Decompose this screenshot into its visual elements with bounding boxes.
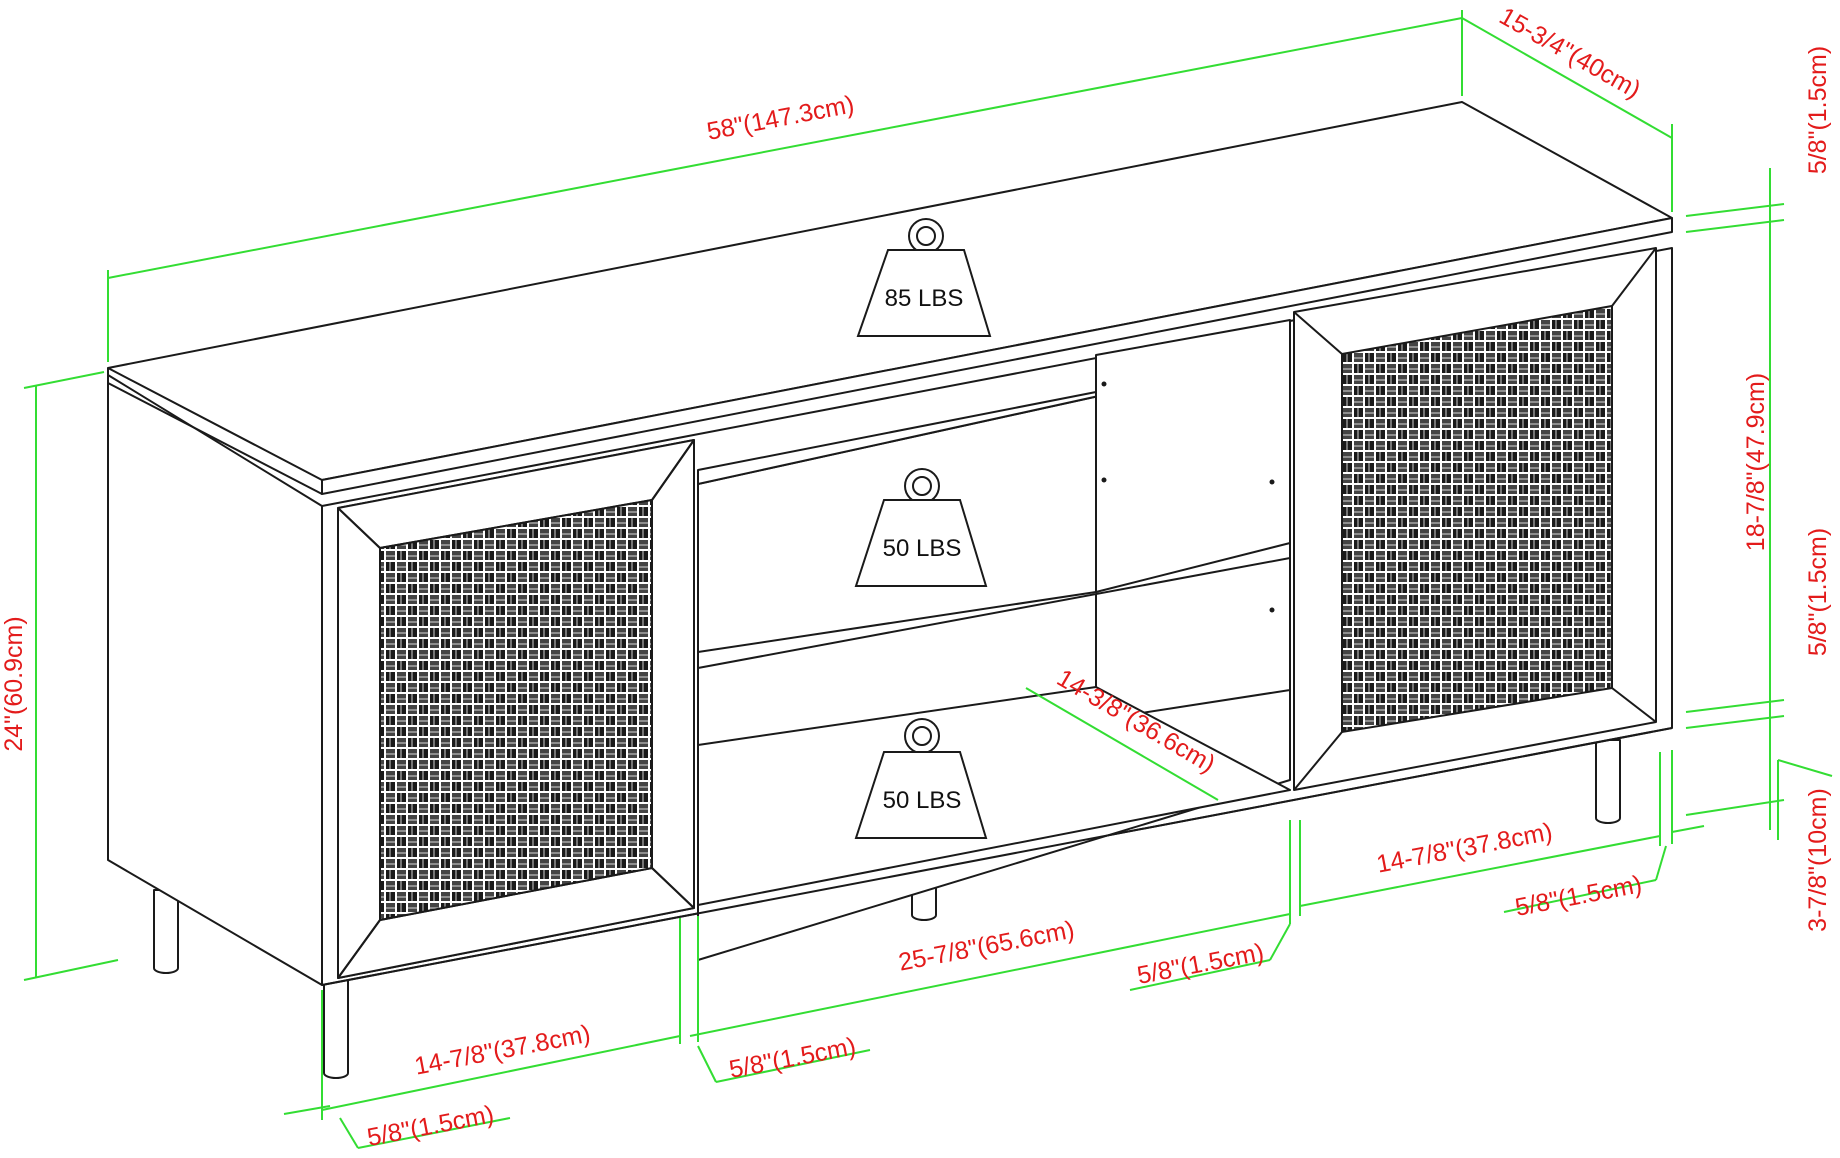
left-door-woven-panel	[379, 498, 653, 922]
right-door	[1293, 247, 1657, 791]
leg-height-label: 3-7/8"(10cm)	[1804, 788, 1832, 932]
base-edge	[321, 727, 1673, 986]
width-label: 58"(147.3cm)	[705, 90, 857, 145]
cabinet-height-label: 18-7/8"(47.9cm)	[1742, 373, 1770, 551]
right-side-thickness-label: 5/8"(1.5cm)	[1513, 870, 1644, 922]
weight-label-bottom: 50 LBS	[883, 787, 962, 814]
weight-label-shelf: 50 LBS	[883, 535, 962, 562]
right-door-width-label: 14-7/8"(37.8cm)	[1374, 818, 1554, 879]
left-door	[337, 439, 695, 979]
top-thickness-label: 5/8"(1.5cm)	[1804, 46, 1832, 174]
weight-icon-shelf: 50 LBS	[854, 468, 988, 587]
left-door-width-label: 14-7/8"(37.8cm)	[412, 1020, 592, 1081]
center-right-divider-label: 5/8"(1.5cm)	[1135, 938, 1266, 990]
weight-label-top: 85 LBS	[885, 285, 964, 312]
right-door-woven-panel	[1341, 304, 1613, 734]
center-bottom-floor	[697, 686, 1291, 906]
leg-back-left	[153, 889, 179, 974]
height-label: 24"(60.9cm)	[0, 616, 28, 751]
tv-stand	[107, 101, 1673, 1079]
weight-icon-top: 85 LBS	[856, 218, 992, 337]
top-front-edge	[321, 217, 1673, 495]
center-left-divider-label: 5/8"(1.5cm)	[727, 1032, 858, 1084]
dimension-lines	[23, 10, 1833, 1149]
center-rear-panel	[1095, 319, 1291, 721]
center-shelf	[697, 542, 1291, 669]
weight-icon-bottom: 50 LBS	[854, 718, 988, 839]
bottom-thickness-label: 5/8"(1.5cm)	[1804, 528, 1832, 656]
left-side-thickness-label: 5/8"(1.5cm)	[365, 1100, 496, 1152]
left-side-panel	[107, 374, 323, 986]
leg-back-right	[1595, 739, 1621, 824]
center-width-label: 25-7/8"(65.6cm)	[896, 916, 1076, 977]
center-compartment	[697, 319, 1291, 961]
depth-label: 15-3/4"(40cm)	[1495, 2, 1646, 104]
